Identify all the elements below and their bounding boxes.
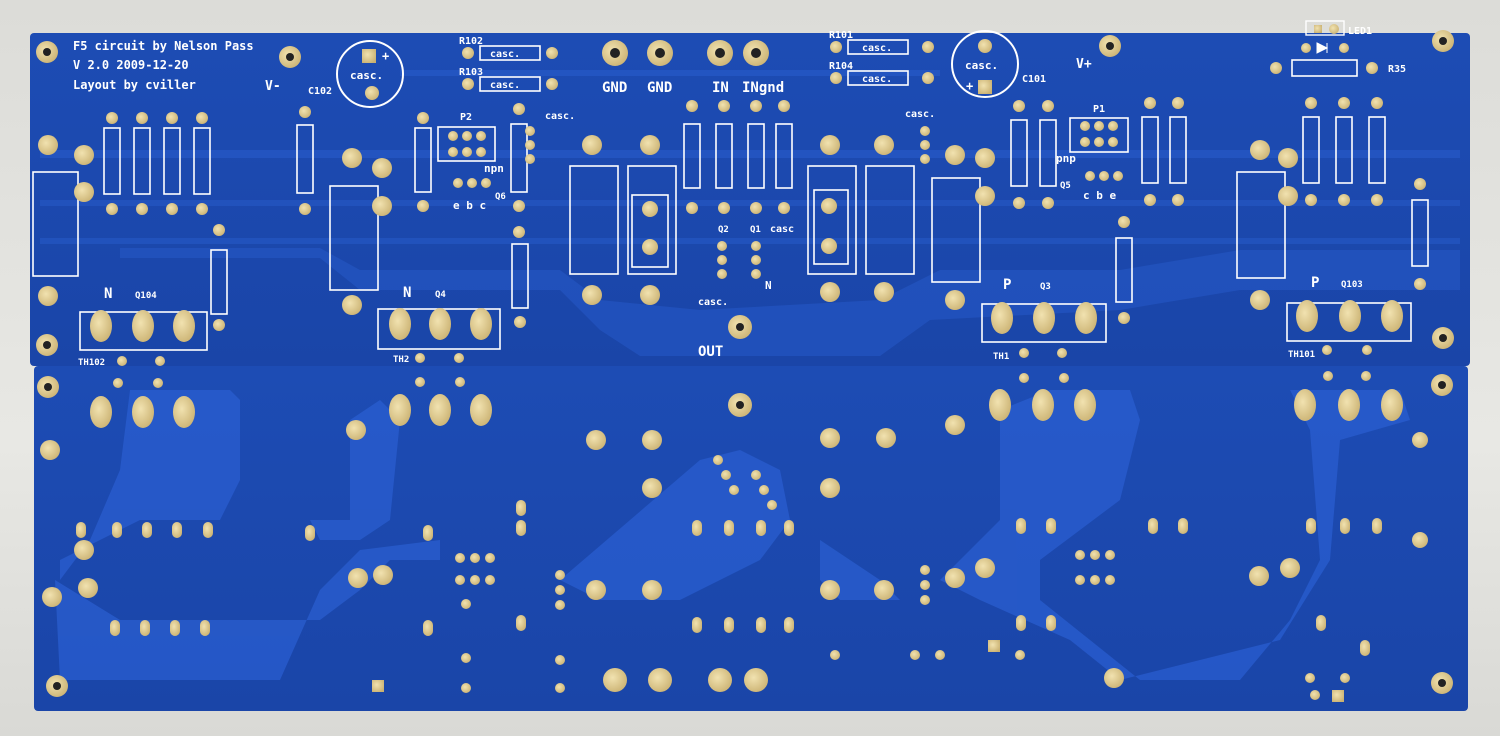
svg-text:casc.: casc. (490, 49, 520, 60)
out-label: OUT (698, 344, 723, 360)
in-gnd-label: INgnd (742, 80, 784, 96)
n-label-q: N (765, 279, 772, 292)
r102-label: R102 (459, 36, 483, 47)
resistor-r35 (1270, 59, 1378, 77)
board-version: V 2.0 2009-12-20 (73, 58, 189, 72)
casc-label-q1: casc (770, 224, 794, 235)
top-board: F5 circuit by Nelson Pass V 2.0 2009-12-… (30, 20, 1470, 368)
q2-label: Q2 (718, 225, 729, 235)
led1-label: LED1 (1348, 26, 1372, 37)
casc-label-q101: casc. (905, 109, 935, 120)
bottom-board-pads (40, 389, 1428, 702)
ebc-label: e b c (453, 199, 486, 212)
cbe-label: c b e (1083, 189, 1116, 202)
q6-label: Q6 (495, 192, 506, 202)
n-label-1: N (104, 286, 112, 302)
casc-label-q2: casc. (698, 297, 728, 308)
th101-label: TH101 (1288, 350, 1315, 360)
p-label-2: P (1311, 275, 1319, 291)
svg-text:casc.: casc. (350, 69, 383, 82)
led1 (1301, 20, 1349, 54)
v-minus-label: V- (265, 79, 281, 94)
capacitor-c102: casc. + (336, 40, 404, 108)
svg-text:casc.: casc. (490, 80, 520, 91)
q104-label: Q104 (135, 291, 157, 301)
th2-label: TH2 (393, 355, 409, 365)
io-pads (602, 40, 769, 66)
p-label-1: P (1003, 277, 1011, 293)
v-plus-label: V+ (1076, 57, 1092, 72)
resistor-r101: casc. (830, 39, 934, 55)
c102-label: C102 (308, 86, 332, 97)
n-label-2: N (403, 285, 411, 301)
in-label: IN (712, 80, 729, 96)
npn-label: npn (484, 162, 504, 175)
svg-text:casc.: casc. (965, 59, 998, 72)
q103-label: Q103 (1341, 280, 1363, 290)
p1-label: P1 (1093, 104, 1105, 115)
casc-label-q102: casc. (545, 111, 575, 122)
output-transistor-pads-top (90, 300, 1403, 366)
bottom-small-pads (76, 371, 1382, 693)
mounting-holes-bottom (37, 374, 1453, 697)
th1-label: TH1 (993, 352, 1009, 362)
q5-label: Q5 (1060, 181, 1071, 191)
svg-text:+: + (966, 79, 973, 93)
capacitor-c101: casc. + (951, 30, 1019, 98)
pnp-label: pnp (1056, 152, 1076, 165)
resistor-r104: casc. (830, 70, 934, 86)
resistor-r102: casc. (462, 45, 558, 61)
c101-label: C101 (1022, 74, 1046, 85)
q1-label: Q1 (750, 225, 761, 235)
resistor-r103: casc. (462, 76, 558, 92)
q3-label: Q3 (1040, 282, 1051, 292)
svg-text:casc.: casc. (862, 43, 892, 54)
mounting-holes-top (36, 30, 1454, 356)
th102-label: TH102 (78, 358, 105, 368)
board-layout-credit: Layout by cviller (73, 78, 196, 92)
r35-label: R35 (1388, 64, 1406, 75)
r101-label: R101 (829, 30, 853, 41)
q4-label: Q4 (435, 290, 446, 300)
board-title: F5 circuit by Nelson Pass (73, 39, 254, 53)
gnd-label-2: GND (647, 80, 672, 96)
p2-label: P2 (460, 112, 472, 123)
svg-text:casc.: casc. (862, 74, 892, 85)
r103-label: R103 (459, 67, 483, 78)
r104-label: R104 (829, 61, 853, 72)
top-board-pads (38, 97, 1426, 331)
bottom-board (34, 366, 1468, 711)
svg-text:+: + (382, 49, 389, 63)
gnd-label-1: GND (602, 80, 627, 96)
